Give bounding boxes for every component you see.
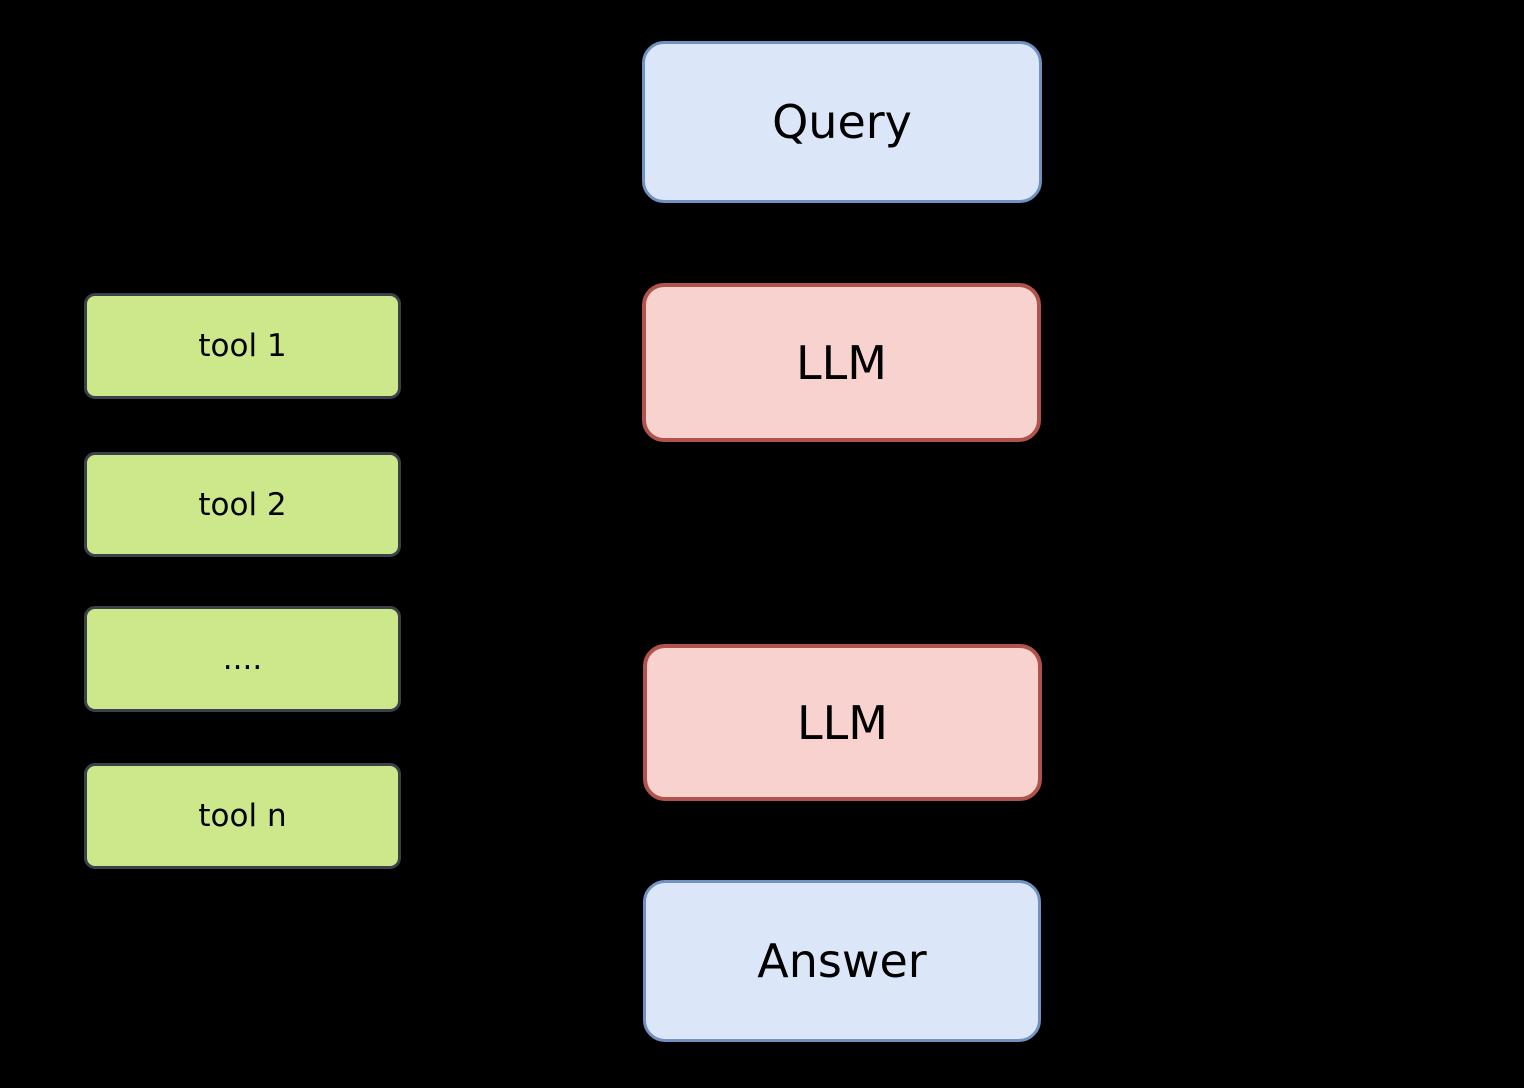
tool-1-label: tool 1 <box>198 328 287 364</box>
llm-top-label: LLM <box>796 335 887 390</box>
tool-2-node: tool 2 <box>84 452 401 557</box>
llm-bottom-label: LLM <box>797 695 888 750</box>
tool-n-node: tool n <box>84 763 401 869</box>
query-node: Query <box>642 41 1042 203</box>
tool-ellipsis-node: .... <box>84 606 401 712</box>
answer-node: Answer <box>643 880 1041 1042</box>
tool-ellipsis-label: .... <box>222 641 263 677</box>
answer-label: Answer <box>757 934 927 988</box>
llm-node-top: LLM <box>642 283 1041 442</box>
tool-n-label: tool n <box>198 798 287 834</box>
query-label: Query <box>772 95 912 149</box>
tool-1-node: tool 1 <box>84 293 401 399</box>
tool-2-label: tool 2 <box>198 486 287 523</box>
llm-node-bottom: LLM <box>643 644 1042 801</box>
